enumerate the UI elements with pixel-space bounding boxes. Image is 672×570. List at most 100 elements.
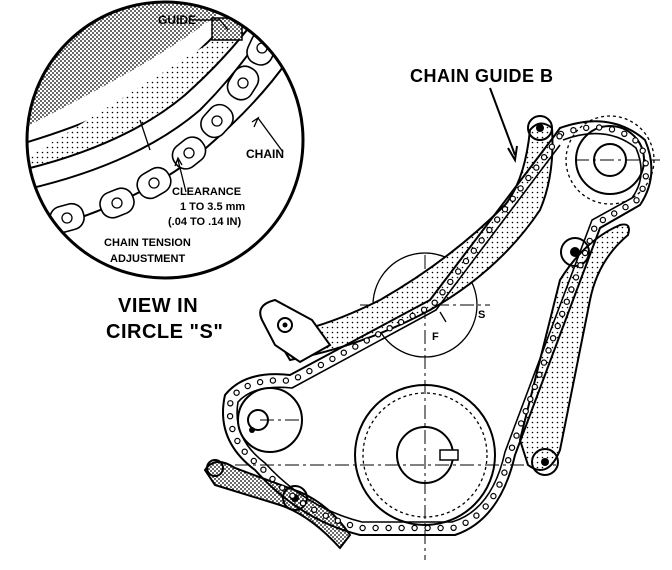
chain-roller: [583, 124, 590, 132]
chain-roller: [294, 374, 302, 381]
guide-label: GUIDE: [158, 13, 196, 27]
chain-roller: [398, 524, 405, 532]
chain-roller: [621, 130, 628, 137]
chain-roller: [447, 278, 454, 286]
tension-label-1: CHAIN TENSION: [104, 237, 191, 249]
chain-roller: [563, 298, 571, 305]
chain-roller: [229, 425, 236, 433]
chain-roller: [299, 500, 307, 507]
chain-roller: [450, 524, 457, 532]
clearance-label-3: (.04 TO .14 IN): [168, 216, 241, 228]
chain-roller: [527, 395, 534, 403]
chain-roller: [494, 216, 501, 223]
chain-roller: [632, 137, 639, 144]
chain-roller: [397, 318, 405, 326]
chain-roller: [533, 164, 540, 171]
chain-roller: [525, 174, 532, 182]
chain-roller: [260, 466, 267, 473]
left-guide-bracket: [259, 298, 332, 364]
chain-roller: [346, 521, 354, 529]
chain-roller: [386, 325, 393, 332]
chain-roller: [311, 506, 318, 513]
chain-roller: [570, 126, 577, 134]
chain-roller: [340, 349, 347, 356]
chain-roller: [608, 126, 616, 133]
camshaft-sprocket: [575, 125, 645, 195]
chain-roller: [508, 444, 516, 451]
chain-roller: [586, 237, 593, 245]
chain-roller: [409, 312, 416, 320]
chain-roller: [517, 420, 525, 427]
chain-roller: [496, 481, 503, 488]
engine-timing-assembly: F S: [203, 115, 660, 560]
chain-roller: [505, 457, 512, 464]
chain-roller: [375, 331, 382, 338]
chain-roller: [540, 153, 548, 161]
chain-roller: [591, 225, 598, 232]
chain-roller: [581, 249, 589, 257]
crankshaft-sprocket: [354, 384, 496, 526]
chain-roller: [250, 457, 257, 465]
chain-roller: [424, 524, 431, 532]
chain-roller: [269, 377, 277, 384]
chain-roller: [462, 257, 470, 265]
chain-roller: [269, 475, 276, 483]
chain-roller: [352, 343, 359, 350]
chain-roller: [227, 400, 234, 407]
chain-roller: [478, 237, 485, 244]
chain-roller: [482, 503, 489, 510]
chain-roller: [568, 286, 575, 293]
chain-roller: [556, 133, 563, 140]
chain-roller: [513, 432, 520, 439]
chain-roller: [639, 185, 646, 192]
marker-s: S: [478, 309, 485, 321]
chain-tensioner-guide: [518, 223, 630, 471]
chain-roller: [639, 147, 646, 154]
clearance-label-1: CLEARANCE: [172, 186, 241, 198]
chain-roller: [540, 359, 548, 366]
marker-f: F: [432, 331, 439, 343]
chain-roller: [545, 347, 552, 354]
chain-roller: [548, 143, 556, 150]
chain-roller: [522, 408, 529, 415]
chain-roller: [256, 378, 264, 386]
chain-roller: [306, 367, 313, 375]
chain-roller: [289, 492, 296, 499]
chain-roller: [372, 524, 379, 532]
chain-roller: [517, 185, 524, 192]
chain-roller: [473, 512, 480, 519]
clearance-label-2: 1 TO 3.5 mm: [180, 201, 245, 213]
chain-roller: [234, 437, 241, 445]
chain-roller: [596, 124, 603, 131]
chain-roller: [279, 484, 286, 491]
chain-roller: [486, 226, 493, 234]
tension-label-2: ADJUSTMENT: [110, 253, 185, 265]
chain-roller: [572, 274, 580, 281]
chain-roller: [329, 355, 336, 363]
chain-roller: [462, 519, 469, 527]
chain-label: CHAIN: [246, 147, 284, 161]
chain-roller: [317, 361, 325, 369]
chain-guide-b: [273, 122, 554, 362]
chain-roller: [536, 371, 543, 378]
chain-roller: [322, 512, 329, 519]
chain-roller: [226, 413, 234, 420]
timing-chain: [222, 120, 653, 536]
view-label-2: CIRCLE "S": [106, 321, 223, 343]
chain-roller: [554, 322, 561, 330]
chain-roller: [431, 299, 438, 306]
chain-roller: [420, 306, 428, 313]
chain-roller: [490, 492, 497, 500]
chain-roller: [611, 210, 618, 217]
chain-roller: [455, 268, 462, 275]
chain-roller: [622, 203, 629, 211]
chain-roller: [642, 160, 649, 167]
view-label-1: VIEW IN: [118, 295, 198, 317]
chain-roller: [470, 247, 477, 254]
chain-roller: [559, 310, 566, 318]
chain-roller: [359, 524, 366, 532]
chain-roller: [531, 383, 539, 391]
chain-rollers: [226, 124, 650, 532]
chain-roller: [577, 262, 584, 269]
